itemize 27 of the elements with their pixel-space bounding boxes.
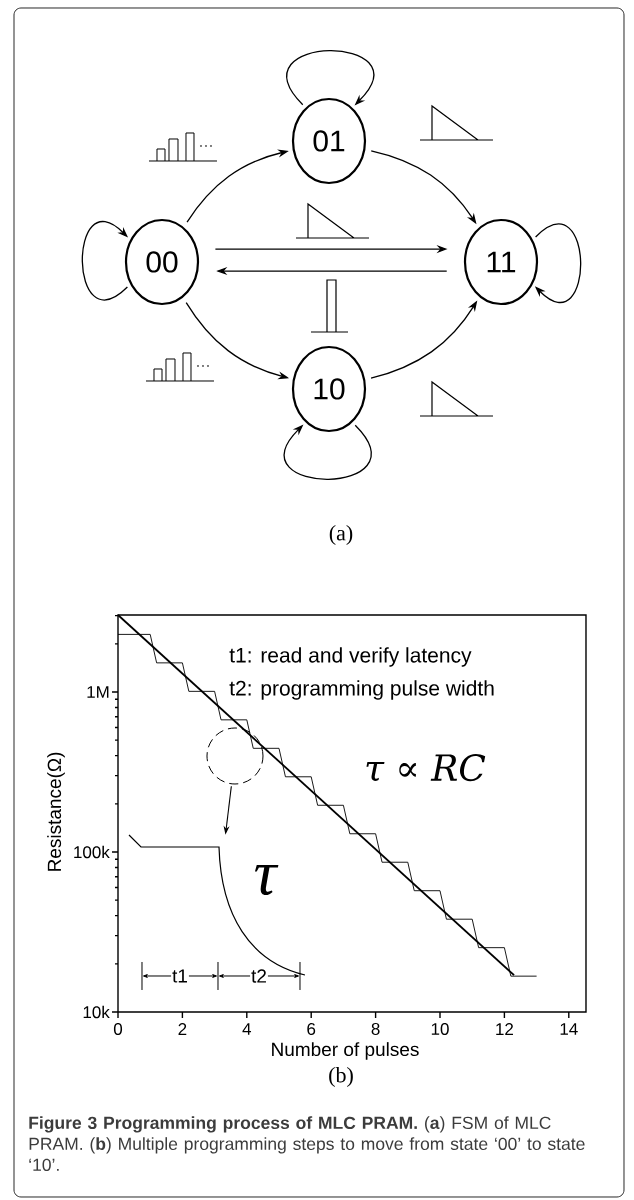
arrow	[283, 424, 372, 480]
formula-text: τ ∝ RC	[366, 754, 486, 782]
tick-label: 14	[560, 1023, 578, 1035]
panel-label: (b)	[329, 1067, 353, 1087]
figure-caption: Figure 3 Programming process of MLC PRAM. (a) FSM of MLC PRAM. (b) Multiple programming steps to move from state ‘00’ to state ‘10’.	[29, 1116, 585, 1172]
tau-symbol: τ	[254, 865, 279, 895]
legend-text: t2: programming pulse width	[229, 680, 494, 700]
dimension-label: t2	[250, 968, 268, 984]
tick-label: 100k	[74, 845, 110, 859]
dimension-label: t1	[171, 968, 189, 984]
tick-label: 0	[113, 1022, 123, 1035]
legend-text: t1: read and verify latency	[229, 647, 472, 667]
tick-label: 2	[178, 1023, 187, 1035]
tick-label: 12	[496, 1023, 513, 1035]
tick-label: 4	[242, 1023, 252, 1035]
arrow	[81, 221, 129, 301]
tick-label: 6	[307, 1022, 316, 1035]
tick-label: 10	[431, 1022, 449, 1035]
arrow	[534, 223, 582, 303]
tick-label: 1M	[87, 686, 109, 698]
tick-label: 8	[371, 1022, 380, 1035]
arrow	[286, 50, 375, 106]
axis-title: Resistance(Ω)	[47, 752, 65, 871]
zoom-circle	[206, 727, 264, 785]
panel-label: (a)	[329, 525, 353, 545]
tick-label: 10k	[83, 1005, 110, 1019]
axis-title: Number of pulses	[272, 1042, 419, 1060]
